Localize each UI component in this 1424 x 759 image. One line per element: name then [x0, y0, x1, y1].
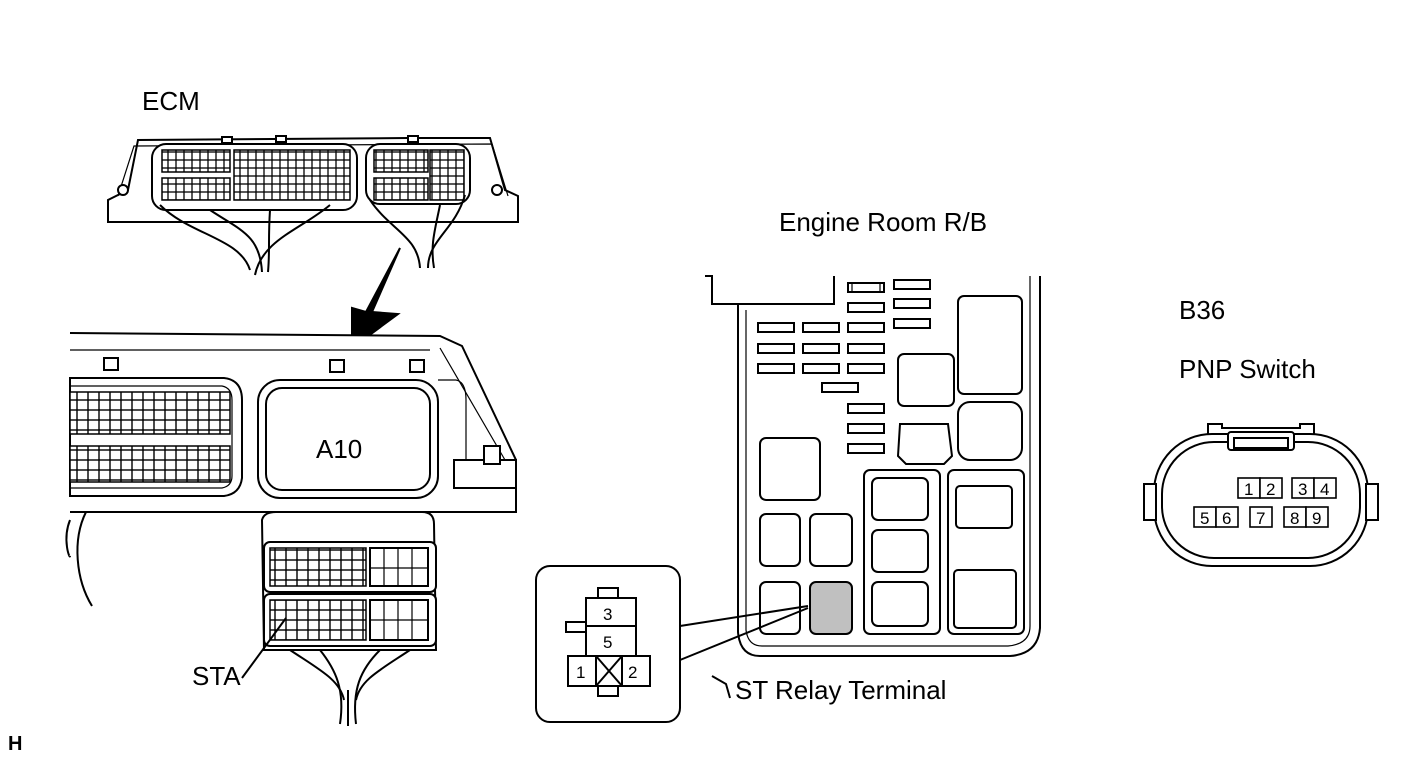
st-relay-leader: [711, 675, 731, 699]
ecm-unit: [107, 135, 519, 276]
pnp-switch-connector: [1143, 423, 1379, 567]
relay-pin-3: 3: [603, 605, 612, 624]
st-relay-highlight: [809, 581, 853, 635]
relay-pin-1: 1: [576, 663, 585, 682]
ecm-label: ECM: [142, 86, 200, 116]
pnp-pin-3: 3: [1298, 480, 1307, 499]
pnp-pin-8: 8: [1290, 509, 1299, 528]
pnp-pin-4: 4: [1320, 480, 1329, 499]
pnp-pin-7: 7: [1256, 509, 1265, 528]
ecm-enlarged: [65, 332, 517, 607]
pnp-pin-6: 6: [1222, 509, 1231, 528]
arrow-icon: [351, 247, 401, 350]
pnp-pin-9: 9: [1312, 509, 1321, 528]
a10-label: A10: [316, 434, 362, 464]
st-relay-inset: [535, 565, 809, 723]
engine-room-relay-block: [705, 275, 1041, 657]
sta-label: STA: [192, 661, 241, 691]
relay-pin-2: 2: [628, 663, 637, 682]
pnp-pin-5: 5: [1200, 509, 1209, 528]
pnp-pin-2: 2: [1266, 480, 1275, 499]
relay-pin-5: 5: [603, 633, 612, 652]
b36-label: B36: [1179, 295, 1225, 325]
pnp-pin-1: 1: [1244, 480, 1253, 499]
engine-room-label: Engine Room R/B: [779, 207, 987, 237]
corner-mark: H: [8, 733, 22, 755]
a10-connector: [241, 511, 438, 726]
pnp-switch-label: PNP Switch: [1179, 354, 1316, 384]
st-relay-label: ST Relay Terminal: [735, 675, 946, 705]
